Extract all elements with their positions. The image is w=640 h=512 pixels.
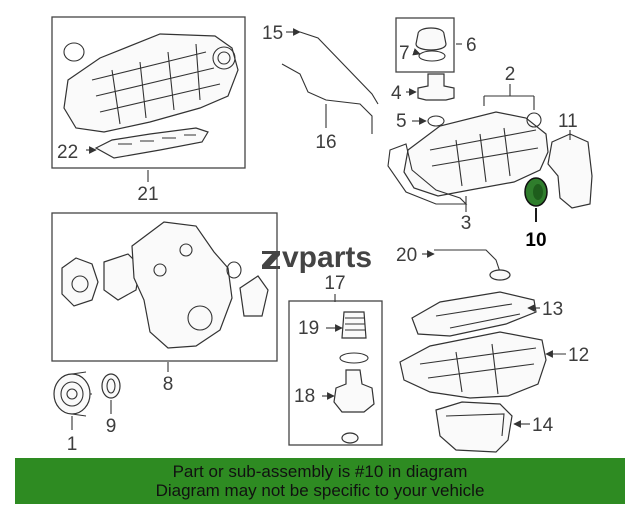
logo-text: vparts	[282, 241, 372, 274]
timing-cover-box	[51, 212, 278, 362]
banner-line-2: Diagram may not be specific to your vehi…	[155, 481, 485, 500]
water-pump-gasket[interactable]	[103, 253, 141, 301]
info-banner: Part or sub-assembly is #10 in diagram D…	[15, 458, 625, 504]
oil-baffle-plate[interactable]	[411, 291, 537, 337]
valve-cover-gasket[interactable]	[387, 143, 468, 205]
lower-oil-pan[interactable]	[435, 401, 513, 453]
pickup-tube-group	[422, 249, 511, 281]
callout-7[interactable]: 7	[399, 43, 410, 64]
intake-manifold-group	[51, 16, 246, 169]
upper-pan-group	[399, 331, 566, 399]
oil-filler-cap[interactable]	[415, 27, 447, 51]
parts-diagram: 22 21 15 16 7 6 4 5 2 3	[51, 16, 593, 455]
callout-6[interactable]: 6	[466, 35, 477, 56]
valve-cover-group	[387, 84, 549, 212]
oil-filter-element[interactable]	[341, 311, 367, 339]
oil-filter-housing[interactable]	[333, 369, 375, 413]
callout-19[interactable]: 19	[298, 318, 319, 339]
banner-line-1: Part or sub-assembly is #10 in diagram	[172, 462, 468, 481]
callout-17[interactable]: 17	[324, 273, 345, 294]
highlighted-seal-group	[524, 177, 548, 222]
filter-o-ring[interactable]	[339, 352, 369, 364]
oil-filter-group	[288, 294, 383, 446]
callout-2[interactable]: 2	[505, 64, 516, 85]
lower-pan-group	[435, 401, 530, 453]
timing-cover-plate[interactable]	[547, 133, 593, 209]
callout-5[interactable]: 5	[396, 111, 407, 132]
callout-22[interactable]: 22	[57, 142, 78, 163]
callout-21[interactable]: 21	[137, 184, 158, 205]
timing-cover-group	[51, 212, 278, 372]
callout-16[interactable]: 16	[315, 132, 336, 153]
cover-plate-group	[547, 130, 593, 209]
callout-14[interactable]: 14	[532, 415, 554, 436]
callout-12[interactable]: 12	[568, 345, 589, 366]
callout-9[interactable]: 9	[106, 416, 117, 437]
oil-filler-neck[interactable]	[417, 73, 455, 101]
callout-8[interactable]: 8	[163, 374, 174, 395]
valve-cover[interactable]	[403, 111, 549, 197]
callout-4[interactable]: 4	[391, 83, 402, 104]
intake-manifold-box	[51, 16, 246, 169]
vparts-logo: vparts	[262, 241, 372, 274]
callout-10[interactable]: 10	[525, 230, 546, 251]
baffle-group	[411, 291, 540, 337]
water-pump[interactable]	[61, 257, 99, 307]
dipstick-group	[281, 28, 379, 134]
valve-cover-seal[interactable]	[526, 112, 542, 128]
upper-oil-pan[interactable]	[399, 331, 547, 399]
intake-o-ring	[63, 42, 85, 62]
crankshaft-front-seal[interactable]	[101, 373, 121, 399]
oil-pickup-tube[interactable]	[434, 249, 501, 273]
logo-mark-icon	[262, 251, 280, 269]
callout-3[interactable]: 3	[461, 213, 472, 234]
timing-chain-cover[interactable]	[131, 221, 233, 349]
filler-neck-gasket[interactable]	[427, 115, 445, 127]
filler-cap-gasket[interactable]	[418, 50, 446, 62]
callout-20[interactable]: 20	[396, 245, 417, 266]
callout-13[interactable]: 13	[542, 299, 563, 320]
filler-cap-box	[395, 17, 455, 73]
intake-gasket[interactable]	[94, 127, 209, 159]
filler-neck-group	[406, 73, 455, 127]
pulley-group	[53, 371, 121, 430]
filler-cap-group	[395, 17, 462, 73]
callout-11[interactable]: 11	[558, 111, 578, 132]
dipstick-tube[interactable]	[281, 63, 373, 134]
callout-15[interactable]: 15	[262, 23, 283, 44]
callout-18[interactable]: 18	[294, 386, 315, 407]
crankshaft-pulley[interactable]	[53, 373, 91, 415]
callout-1[interactable]: 1	[67, 434, 78, 455]
